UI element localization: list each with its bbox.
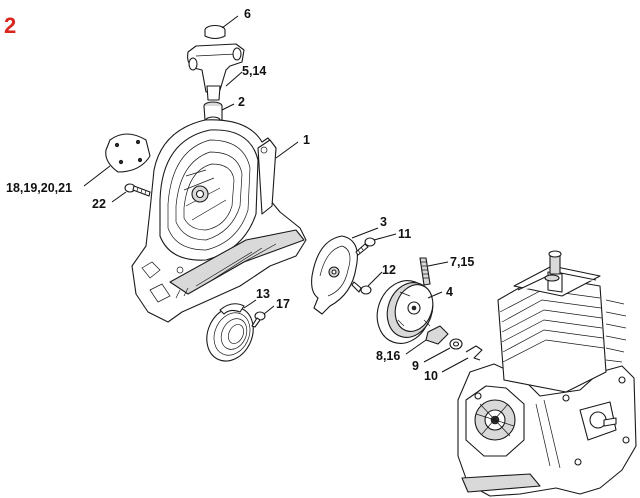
callout-17: 17 [276,297,290,311]
part-17-screw[interactable] [251,311,266,328]
callout-labels: 6 5,14 2 1 18,19,20,21 22 3 11 7,15 12 4… [6,7,474,383]
part-3-pulley-plate[interactable] [311,235,358,315]
part-11-screw[interactable] [355,237,376,256]
part-7-15-starter-rope[interactable] [419,257,431,286]
callout-5-14: 5,14 [242,64,266,78]
engine-assembly [457,250,637,497]
part-1-fan-housing[interactable] [131,119,307,323]
part-9-washer[interactable] [449,338,463,350]
part-10-spring-clip[interactable] [465,345,483,361]
callout-18-21: 18,19,20,21 [6,181,72,195]
part-6-handle-cap[interactable] [204,24,226,40]
part-4-rope-rotor[interactable] [369,273,441,351]
figure-number: 2 [4,13,16,38]
callout-10: 10 [424,369,438,383]
part-18-21-plate[interactable] [105,133,151,173]
part-5-14-starter-grip[interactable] [187,43,245,101]
callout-4: 4 [446,285,453,299]
callout-7-15: 7,15 [450,255,474,269]
callout-1: 1 [303,133,310,147]
callout-22: 22 [92,197,106,211]
part-8-16-pawl[interactable] [425,325,449,345]
callout-2: 2 [238,95,245,109]
callout-13: 13 [256,287,270,301]
part-22-screw[interactable] [124,183,151,197]
part-12-screw[interactable] [351,281,372,295]
leader-lines [83,15,469,373]
callout-3: 3 [380,215,387,229]
callout-6: 6 [244,7,251,21]
callout-12: 12 [382,263,396,277]
part-13-rewind-spring[interactable] [198,299,262,368]
callout-8-16: 8,16 [376,349,400,363]
callout-11: 11 [398,227,411,241]
callout-9: 9 [412,359,419,373]
